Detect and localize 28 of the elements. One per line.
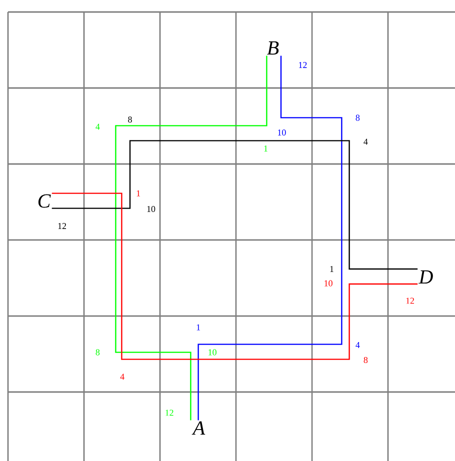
segment-number: 12 (58, 223, 66, 229)
segment-number: 10 (278, 129, 286, 136)
segment-number: 10 (147, 206, 156, 212)
segment-number: 8 (128, 116, 132, 123)
point-label: B (267, 41, 279, 55)
segment-number: 4 (96, 124, 100, 130)
point-label: C (38, 194, 51, 208)
segment-number: 10 (208, 349, 216, 356)
point-label: A (192, 421, 206, 435)
path-line (52, 192, 418, 360)
segment-number: 10 (324, 280, 332, 286)
segment-number: 4 (120, 374, 124, 380)
segment-number: 1 (330, 266, 334, 272)
segment-number: 8 (356, 114, 360, 121)
segment-number: 1 (136, 190, 140, 196)
path-line (52, 140, 418, 270)
segment-number: 8 (96, 349, 100, 356)
path-line (115, 56, 268, 420)
point-label: D (418, 270, 433, 284)
segment-number: 4 (364, 138, 368, 145)
path-line (198, 56, 342, 420)
segment-number: 1 (196, 324, 200, 330)
segment-number: 12 (298, 62, 307, 68)
segment-number: 8 (364, 356, 368, 364)
segment-number: 12 (406, 298, 414, 304)
segment-number: 12 (166, 410, 174, 416)
segment-number: 4 (356, 342, 360, 348)
segment-number: 1 (264, 146, 268, 152)
